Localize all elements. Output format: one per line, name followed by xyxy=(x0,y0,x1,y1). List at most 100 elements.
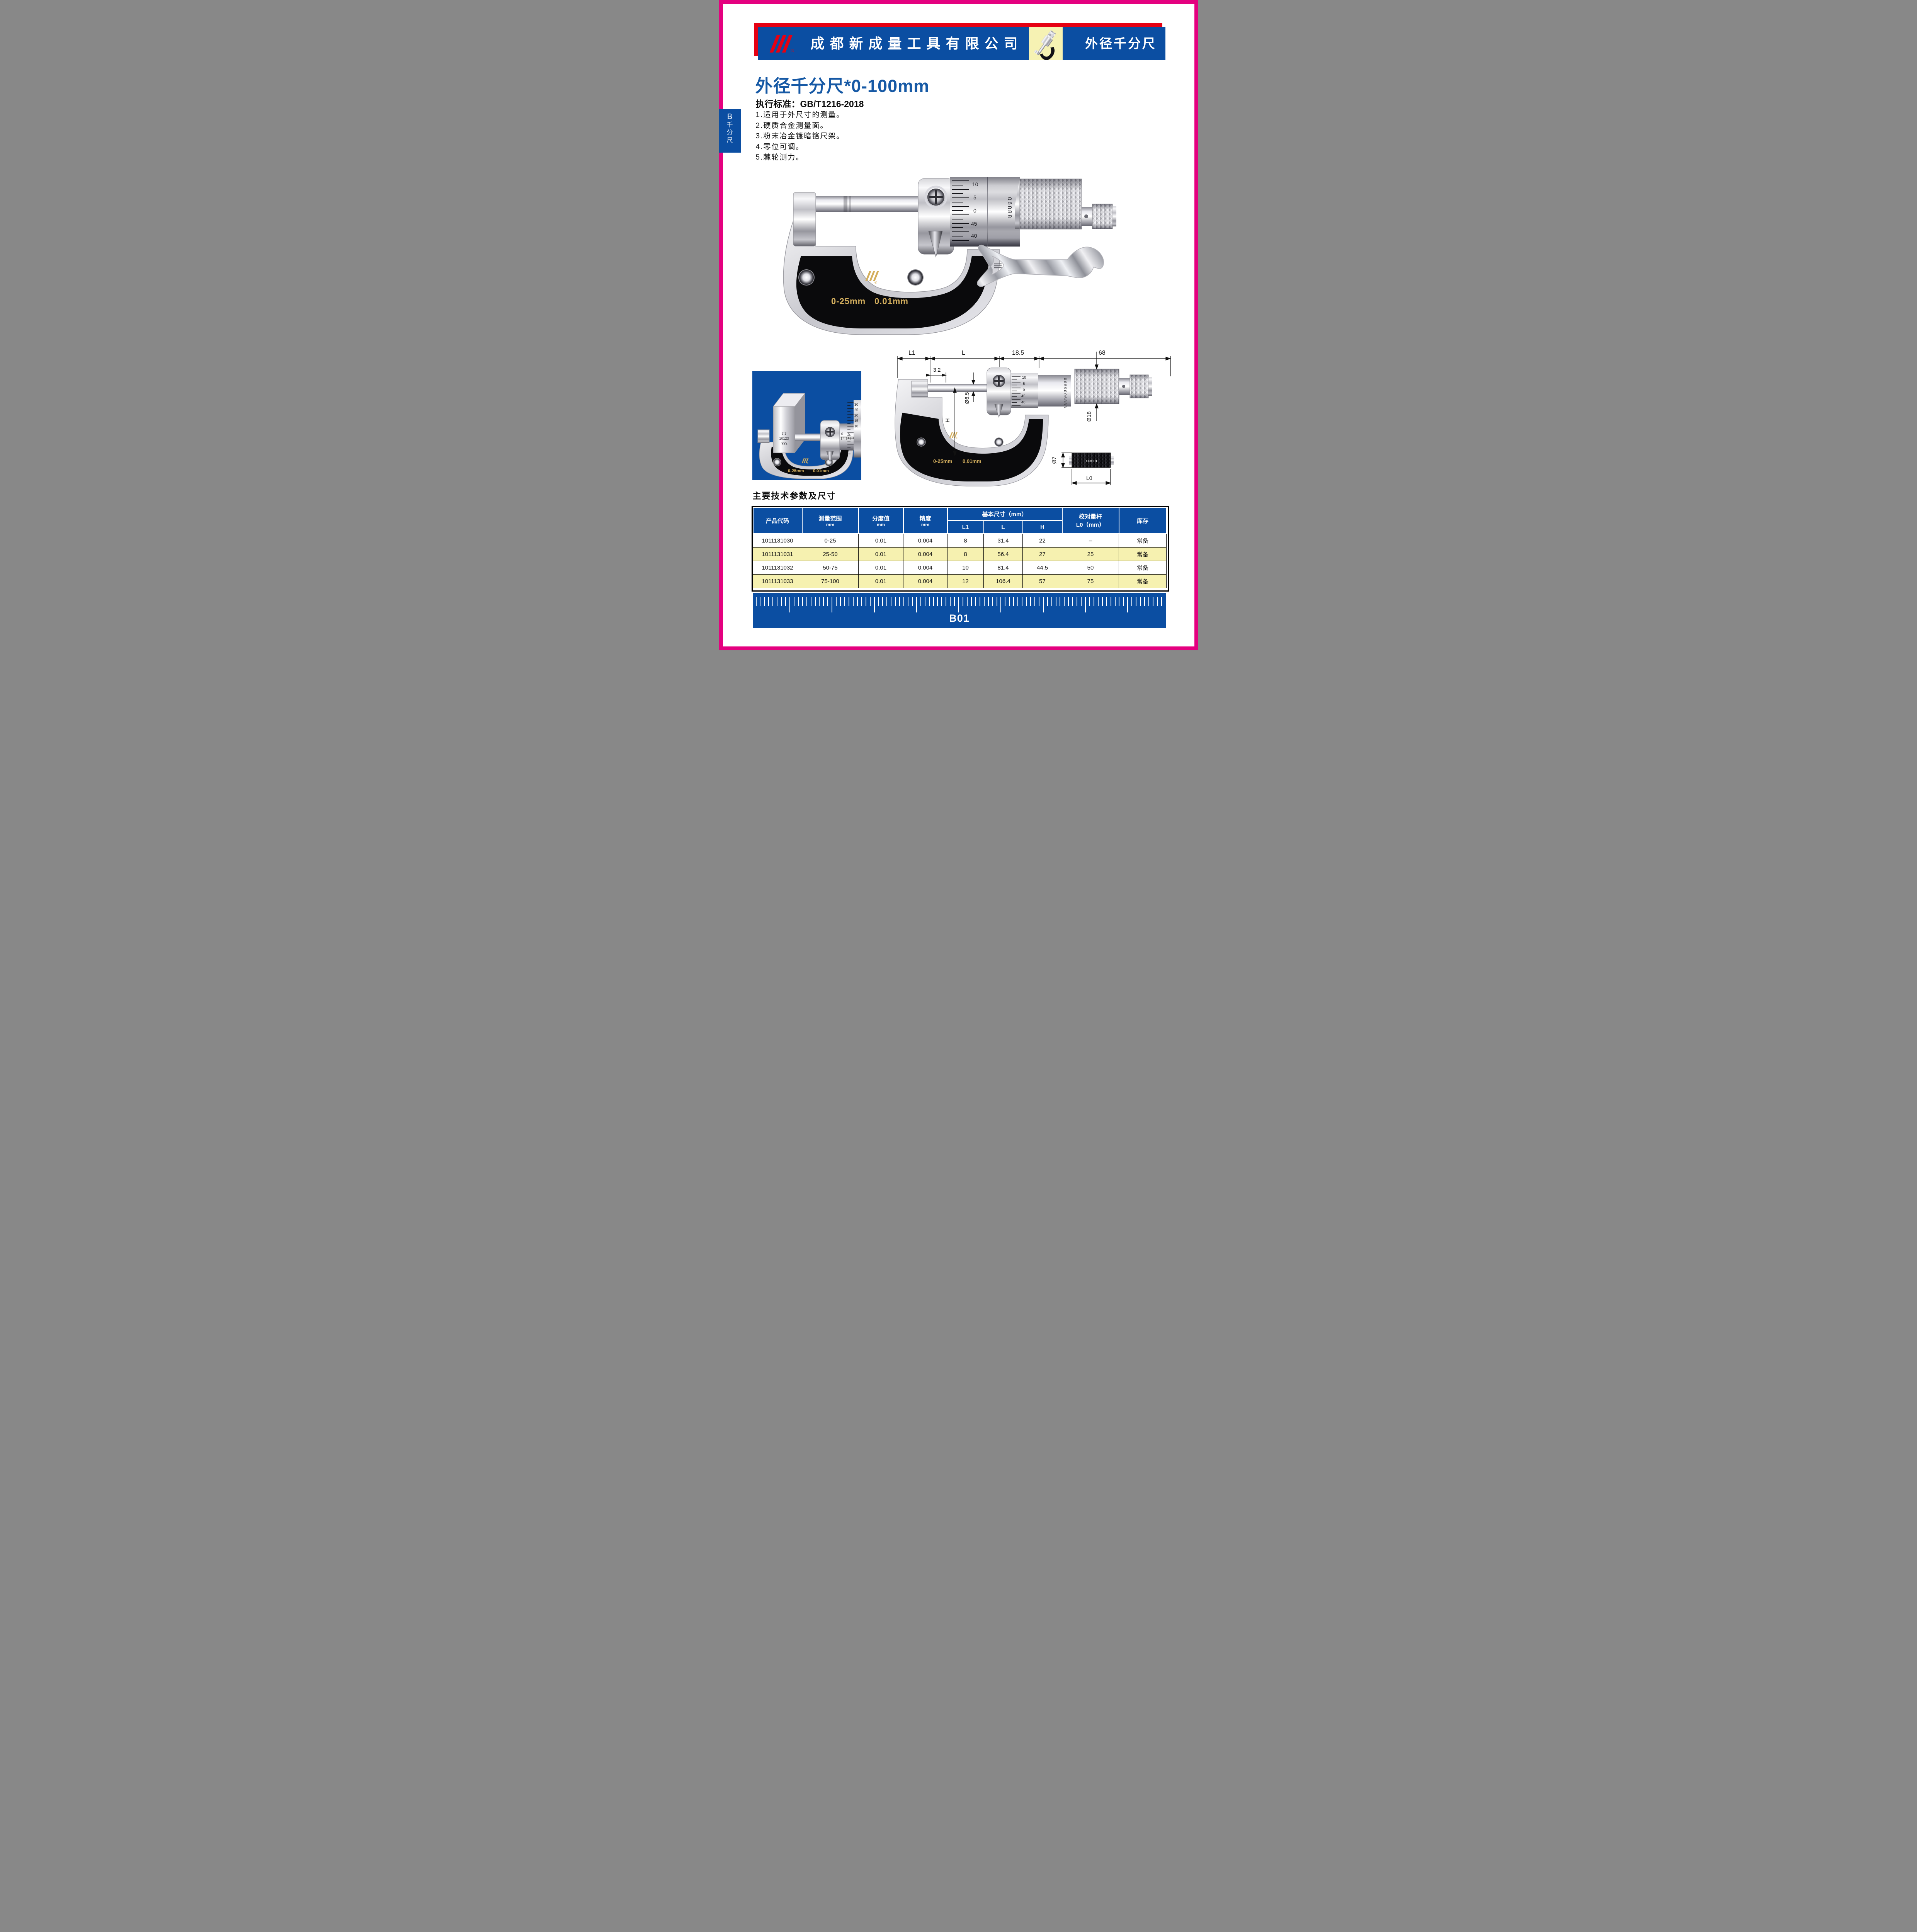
bluebox-graduation-label: 0.01mm xyxy=(813,469,829,473)
ruler-tick xyxy=(1047,597,1048,606)
ruler-tick xyxy=(958,597,959,612)
dim-label-l1: L1 xyxy=(908,350,915,356)
feature-item: 4.零位可调。 xyxy=(755,143,804,151)
ruler-tick xyxy=(1127,597,1128,612)
page-border-right xyxy=(1194,0,1198,650)
ruler-tick xyxy=(937,597,938,606)
sidebar-label-char: 尺 xyxy=(726,137,733,144)
spec-section-title: 主要技术参数及尺寸 xyxy=(752,491,836,501)
drawing-sleeve-ticks xyxy=(1011,376,1021,406)
ruler-tick xyxy=(1157,597,1158,606)
ruler-tick xyxy=(840,597,841,606)
page-title: 外径千分尺*0-100mm xyxy=(755,76,930,96)
ruler-tick xyxy=(802,597,803,606)
photo-rivet-left xyxy=(798,269,815,286)
photo-range-label: 0-25mm xyxy=(831,296,866,306)
drawing-anvil xyxy=(911,381,928,398)
ruler-tick xyxy=(1131,597,1133,606)
bluebox-spindle xyxy=(794,434,820,441)
sidebar-section-letter: B xyxy=(727,112,733,121)
sidebar-label-char: 千 xyxy=(726,122,733,128)
technical-drawing: ® 0-25mm 0.01mm 10 5 0 45 40 06890 06888 xyxy=(894,350,1171,486)
ruler-tick xyxy=(861,597,862,606)
drawing-setting-standard: xxmm xyxy=(1068,452,1114,468)
ruler-tick xyxy=(886,597,888,606)
dim-label-h: H xyxy=(944,418,951,423)
ruler-tick xyxy=(1051,597,1052,606)
dim-label-l: L xyxy=(962,350,965,356)
ruler-tick xyxy=(1026,597,1027,606)
spec-table-border xyxy=(751,506,1169,592)
wrench-body xyxy=(976,245,1104,287)
ruler-tick xyxy=(903,597,905,606)
ruler-tick xyxy=(1030,597,1031,606)
photo-brand-logo-icon: ® xyxy=(865,271,879,284)
ruler-tick xyxy=(798,597,799,606)
page-code: B01 xyxy=(949,612,970,624)
feature-item: 3.粉末冶金镀暗铬尺架。 xyxy=(755,132,845,140)
bluebox-anvil xyxy=(757,429,769,443)
ruler-tick xyxy=(1068,597,1069,606)
drawing-sleeve-number: 40 xyxy=(1021,400,1026,405)
ruler-tick xyxy=(1081,597,1082,606)
ruler-tick xyxy=(819,597,820,606)
col-header-l1: L1 xyxy=(947,520,984,534)
ruler-tick xyxy=(1140,597,1141,606)
dim-label-l0: L0 xyxy=(1086,475,1092,481)
dim-label-d7: Ø7 xyxy=(1051,456,1057,464)
sidebar-label-char: 分 xyxy=(726,129,733,136)
photo-cone-pointer xyxy=(928,231,943,258)
catalog-page: ® 成都新成量工具有限公司 外径千分尺 B 千 分 尺 外径千分尺*0-100m… xyxy=(719,0,1198,650)
gauge-bar-label: xxmm xyxy=(1085,459,1097,463)
col-header-stock: 库存 xyxy=(1118,507,1167,534)
ruler-tick xyxy=(975,597,976,606)
ruler-tick xyxy=(785,597,786,606)
photo-graduation-label: 0.01mm xyxy=(874,296,908,306)
col-header-code: 产品代码 xyxy=(752,507,803,534)
bluebox-gauge-block: 7.7 10123 xyxy=(772,393,805,453)
ruler-tick xyxy=(941,597,942,606)
ruler-tick xyxy=(815,597,816,606)
ruler-tick xyxy=(1034,597,1035,606)
photo-spindle xyxy=(815,196,932,212)
standard-reference: 执行标准：GB/T1216-2018 xyxy=(755,99,864,109)
ruler-tick xyxy=(1148,597,1149,606)
ruler-tick xyxy=(764,597,765,606)
ruler-tick xyxy=(768,597,769,606)
gauge-block-size: 7.7 xyxy=(781,432,786,436)
ruler-tick xyxy=(874,597,875,612)
spanner-wrench-image xyxy=(976,245,1104,287)
ruler-tick xyxy=(988,597,989,606)
drawing-graduation-label: 0.01mm xyxy=(963,458,981,464)
col-header-l: L xyxy=(983,520,1023,534)
ruler-tick xyxy=(827,597,828,606)
sidebar-tab-micrometer-section: B 千 分 尺 xyxy=(719,109,741,153)
bluebox-thimble xyxy=(853,400,861,457)
bluebox-sleeve-number: 0 xyxy=(841,432,843,436)
ruler-tick xyxy=(1043,597,1044,612)
feature-list: 1.适用于外尺寸的测量。 2.硬质合金测量面。 3.粉末冶金镀暗铬尺架。 4.零… xyxy=(756,110,845,163)
drawing-barrel xyxy=(1038,375,1071,406)
ruler-tick xyxy=(806,597,807,606)
ruler-tick xyxy=(912,597,913,606)
feature-item: 2.硬质合金测量面。 xyxy=(755,121,828,130)
drawing-sleeve-number: 0 xyxy=(1023,388,1025,392)
ruler-tick xyxy=(882,597,883,606)
bluebox-thimble-number: 20 xyxy=(854,413,858,417)
ruler-tick xyxy=(895,597,896,606)
ruler-tick xyxy=(1097,597,1099,606)
product-photo-micrometer: ® 0-25mm 0.01mm 10 5 0 45 40 06888 xyxy=(783,177,1116,335)
ruler-tick xyxy=(1072,597,1073,606)
feature-item: 1.适用于外尺寸的测量。 xyxy=(755,111,845,119)
ruler-tick xyxy=(781,597,782,606)
micrometer-measuring-gauge-block: ® 0-25mm 0.01mm 7.7 10123 xyxy=(757,393,861,479)
dim-label-185: 18.5 xyxy=(1012,350,1024,356)
bluebox-sleeve xyxy=(839,423,854,450)
ruler-tick xyxy=(954,597,955,606)
ruler-tick xyxy=(1013,597,1014,606)
bluebox-thimble-number: 30 xyxy=(854,403,858,406)
